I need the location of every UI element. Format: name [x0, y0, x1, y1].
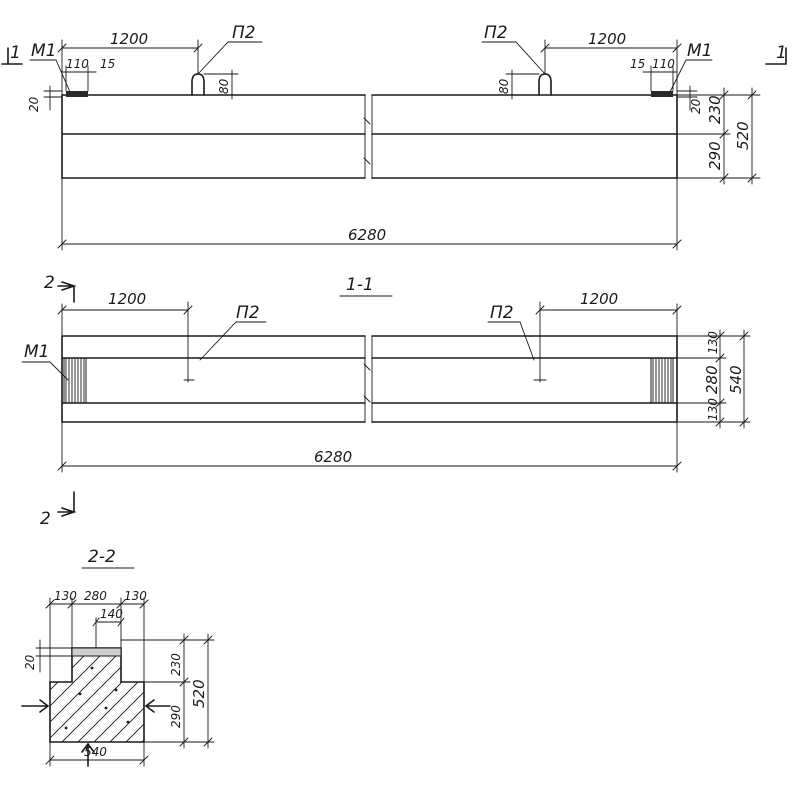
plan-title: 1-1 [346, 275, 374, 295]
elevation-view: 1200 1200 П2 П2 М1 М1 110 15 15 110 20 2… [1, 23, 787, 251]
label-p2-plan-right: П2 [490, 303, 514, 323]
dim-520-section: 520 [190, 679, 208, 708]
dim-1200-left: 1200 [110, 30, 148, 48]
section-2-top: 2 [44, 273, 55, 293]
dim-130-left-section: 130 [54, 589, 77, 603]
section-top-plate [71, 647, 122, 657]
dim-1200-plan-right: 1200 [580, 290, 618, 308]
dim-130-top-plan: 130 [706, 331, 720, 354]
plate-m1-plan-right [650, 357, 674, 404]
p2-mark-plan-right [533, 301, 547, 383]
dim-15-right: 15 [630, 57, 645, 71]
dim-280-section: 280 [84, 589, 107, 603]
beam-elevation-left [61, 94, 366, 179]
dim-line-1200-left [57, 39, 203, 96]
p2-mark-plan-left [183, 301, 195, 383]
section-outline [49, 647, 145, 743]
label-p2-plan-left: П2 [236, 303, 260, 323]
dim-290-section: 290 [169, 705, 183, 728]
plate-m1-right [651, 91, 673, 97]
lifting-loop-right [538, 73, 552, 96]
plan-view: 1-1 1200 1200 П2 П2 М1 130 [21, 273, 751, 529]
dim-140-section: 140 [100, 607, 123, 621]
dim-line-6280-elevation [57, 177, 682, 251]
dim-110-right: 110 [652, 57, 675, 71]
dim-line-140-section [92, 617, 125, 649]
dim-280-plan: 280 [703, 365, 721, 394]
section-2-bottom: 2 [40, 509, 51, 529]
leader-m1-left [29, 59, 71, 93]
dim-230-section: 230 [169, 653, 183, 676]
break-mark-elevation [363, 94, 373, 179]
dim-230-elevation: 230 [706, 95, 724, 124]
dim-line-110-15-left [61, 65, 97, 92]
section-mark-2-bottom [57, 491, 77, 517]
leader-m1-plan [21, 361, 69, 381]
dim-6280-plan: 6280 [314, 448, 352, 466]
leader-p2-plan-left [199, 321, 267, 361]
cross-section-view: 2-2 130 280 130 140 [21, 547, 215, 767]
plate-m1-plan-left [63, 357, 87, 404]
leader-m1-right [669, 59, 713, 93]
section-mark-2-top [57, 281, 77, 303]
dim-540-section: 540 [84, 745, 107, 759]
leader-p2-right [481, 41, 546, 75]
dim-line-1200-plan-right [535, 303, 682, 337]
beam-elevation-right [371, 94, 678, 179]
dim-line-vertical-plan [676, 329, 751, 429]
dim-line-right-section [120, 633, 215, 749]
section-title: 2-2 [88, 547, 116, 567]
dim-540-plan: 540 [727, 365, 745, 394]
dim-15-left: 15 [100, 57, 115, 71]
arrow-bottom-section [81, 742, 95, 767]
section-mark-1-right [765, 47, 787, 65]
plate-m1-left [66, 91, 88, 97]
dim-line-80-left [203, 69, 239, 100]
label-p2-left: П2 [232, 23, 256, 43]
dim-80-right: 80 [497, 78, 511, 94]
dim-line-540-section [45, 741, 149, 767]
dim-130-bottom-plan: 130 [706, 398, 720, 421]
dim-520-elevation: 520 [734, 121, 752, 150]
section-1-left: 1 [10, 43, 21, 63]
dim-line-1200-plan-left [57, 303, 193, 337]
section-mark-1-left [1, 47, 23, 65]
dim-line-6280-plan [57, 421, 682, 473]
dim-80-left: 80 [217, 78, 231, 94]
beam-plan-left [61, 335, 366, 423]
section-1-right: 1 [776, 43, 787, 63]
break-mark-plan [363, 335, 373, 423]
dim-290-elevation: 290 [706, 141, 724, 170]
label-m1-right: М1 [687, 41, 712, 61]
concrete-hatch [50, 656, 144, 742]
dim-20-section: 20 [23, 654, 37, 670]
arrow-right-section [144, 699, 171, 713]
dim-line-80-right [505, 69, 540, 100]
leader-p2-left [197, 41, 263, 75]
beam-plan-right [371, 335, 678, 423]
label-m1-left: М1 [31, 41, 56, 61]
dim-line-20-section [35, 639, 73, 673]
dim-line-1200-right [540, 39, 682, 96]
leader-p2-plan-right [487, 321, 535, 361]
dim-20-right: 20 [689, 98, 703, 114]
dim-line-20-left [43, 85, 63, 111]
dim-1200-right: 1200 [588, 30, 626, 48]
dim-line-vertical-right [676, 87, 761, 185]
dim-6280-elevation: 6280 [348, 226, 386, 244]
label-m1-plan: М1 [24, 342, 49, 362]
dim-20-left: 20 [27, 96, 41, 112]
dim-1200-plan-left: 1200 [108, 290, 146, 308]
dim-line-110-15-right [642, 65, 678, 92]
dim-130-right-section: 130 [124, 589, 147, 603]
label-p2-right: П2 [484, 23, 508, 43]
lifting-loop-left [191, 73, 205, 96]
dim-110-left: 110 [66, 57, 89, 71]
arrow-left-section [21, 699, 50, 713]
dim-line-20-right [676, 85, 698, 111]
